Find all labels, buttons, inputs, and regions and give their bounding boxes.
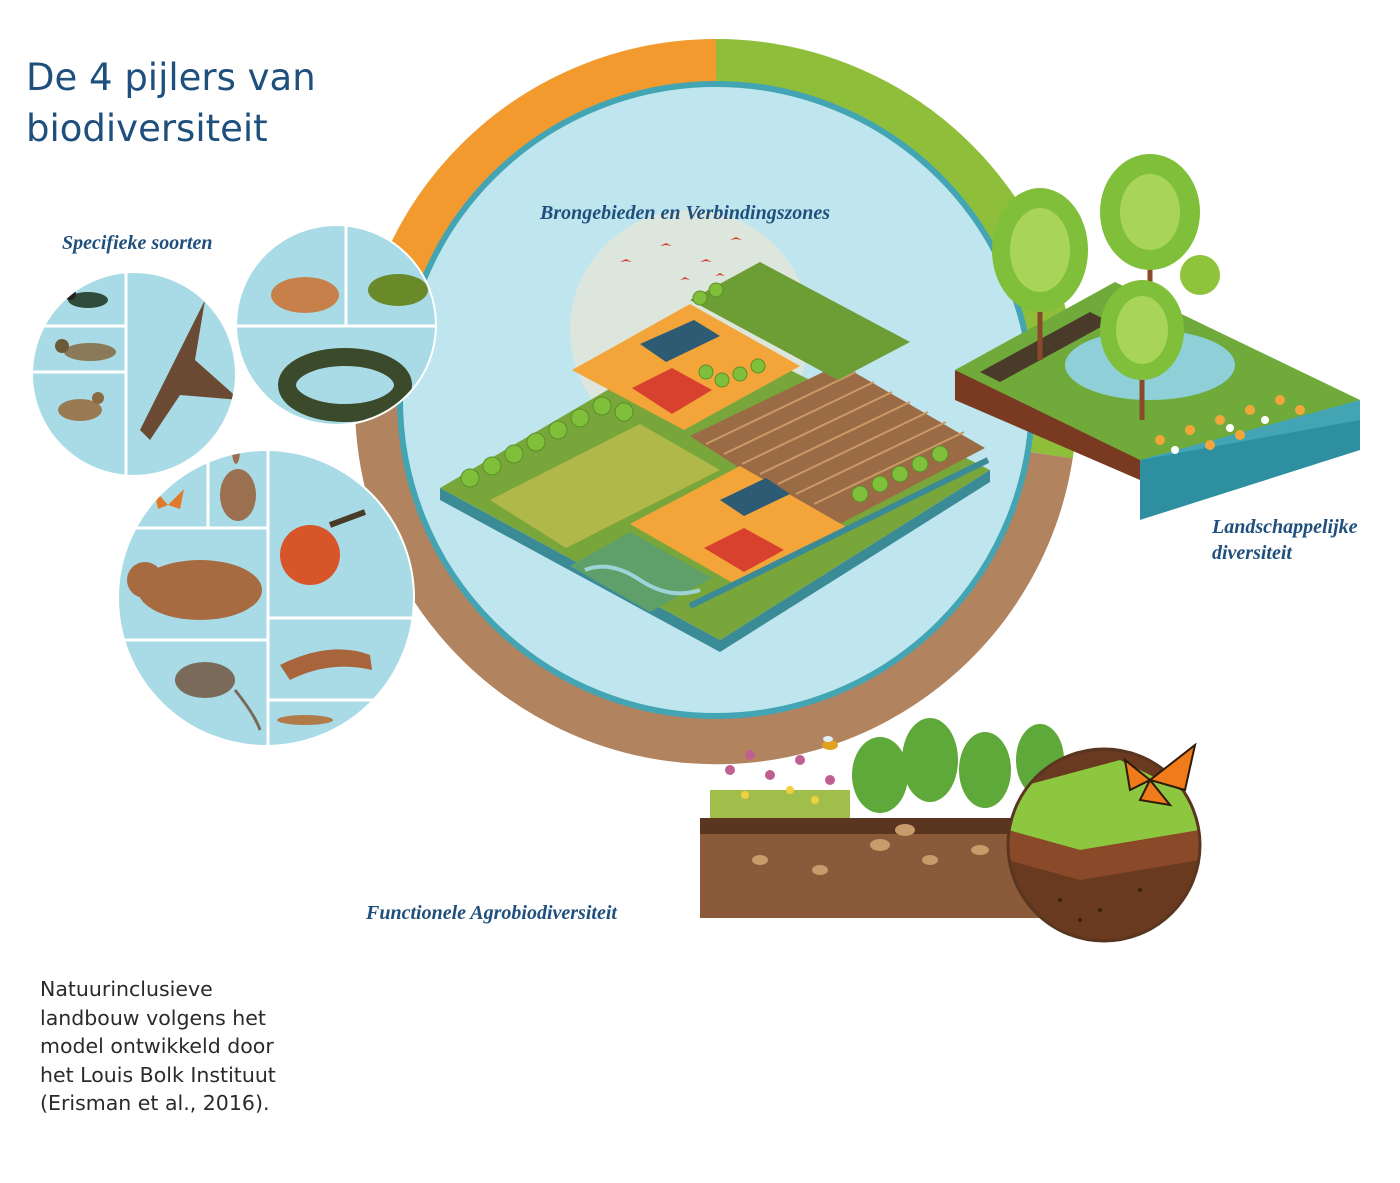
page-title: De 4 pijlers van biodiversiteit bbox=[26, 56, 316, 150]
duck-icon bbox=[55, 339, 116, 361]
newt-icon bbox=[277, 715, 333, 725]
soil-layer-left bbox=[955, 370, 1140, 480]
soil-profile bbox=[700, 818, 1040, 918]
fox-icon bbox=[127, 560, 262, 620]
ditch bbox=[688, 457, 990, 609]
meadow-top bbox=[690, 262, 910, 380]
soil-block bbox=[700, 718, 1202, 943]
bee-icon bbox=[822, 736, 838, 750]
hare-icon bbox=[220, 450, 256, 521]
farmhouse-roof-lower bbox=[704, 528, 784, 572]
frog-icon bbox=[368, 274, 428, 306]
pillar-label-functionele: Functionele Agrobiodiversiteit bbox=[366, 902, 617, 924]
monarch-butterfly-icon bbox=[1123, 742, 1197, 807]
species-circle-amphibians bbox=[235, 224, 437, 426]
pillar-label-specifieke-soorten: Specifieke soorten bbox=[62, 232, 213, 254]
bush bbox=[1180, 255, 1220, 295]
butterfly-icon bbox=[154, 489, 184, 509]
barn-roof-upper bbox=[640, 320, 720, 362]
figure-caption: Natuurinclusieve landbouw volgens het mo… bbox=[40, 977, 276, 1115]
barn-roof-lower bbox=[720, 478, 790, 516]
grain-field bbox=[490, 424, 720, 548]
farm-landscape bbox=[440, 210, 990, 652]
landscape-block bbox=[955, 154, 1360, 520]
mouse-icon bbox=[175, 662, 262, 731]
pillar-label-brongebieden: Brongebieden en Verbindingszones bbox=[540, 202, 831, 224]
species-circle-birds bbox=[31, 271, 237, 477]
snail-icon bbox=[280, 509, 367, 585]
species-circle-mammals bbox=[117, 449, 415, 747]
farmyard-upper bbox=[572, 304, 800, 430]
stoat-icon bbox=[280, 649, 372, 680]
lark-icon bbox=[58, 392, 104, 421]
farmhouse-roof-upper bbox=[632, 368, 712, 414]
pillar-label-landschappelijke: Landschappelijke diversiteit bbox=[1212, 516, 1358, 564]
hedge-row bbox=[980, 312, 1110, 382]
ring-segment-brown bbox=[354, 399, 1073, 765]
ploughed-field bbox=[690, 364, 985, 528]
toad-icon bbox=[271, 277, 339, 313]
harrier-icon bbox=[140, 300, 236, 440]
snake-icon bbox=[278, 348, 412, 422]
